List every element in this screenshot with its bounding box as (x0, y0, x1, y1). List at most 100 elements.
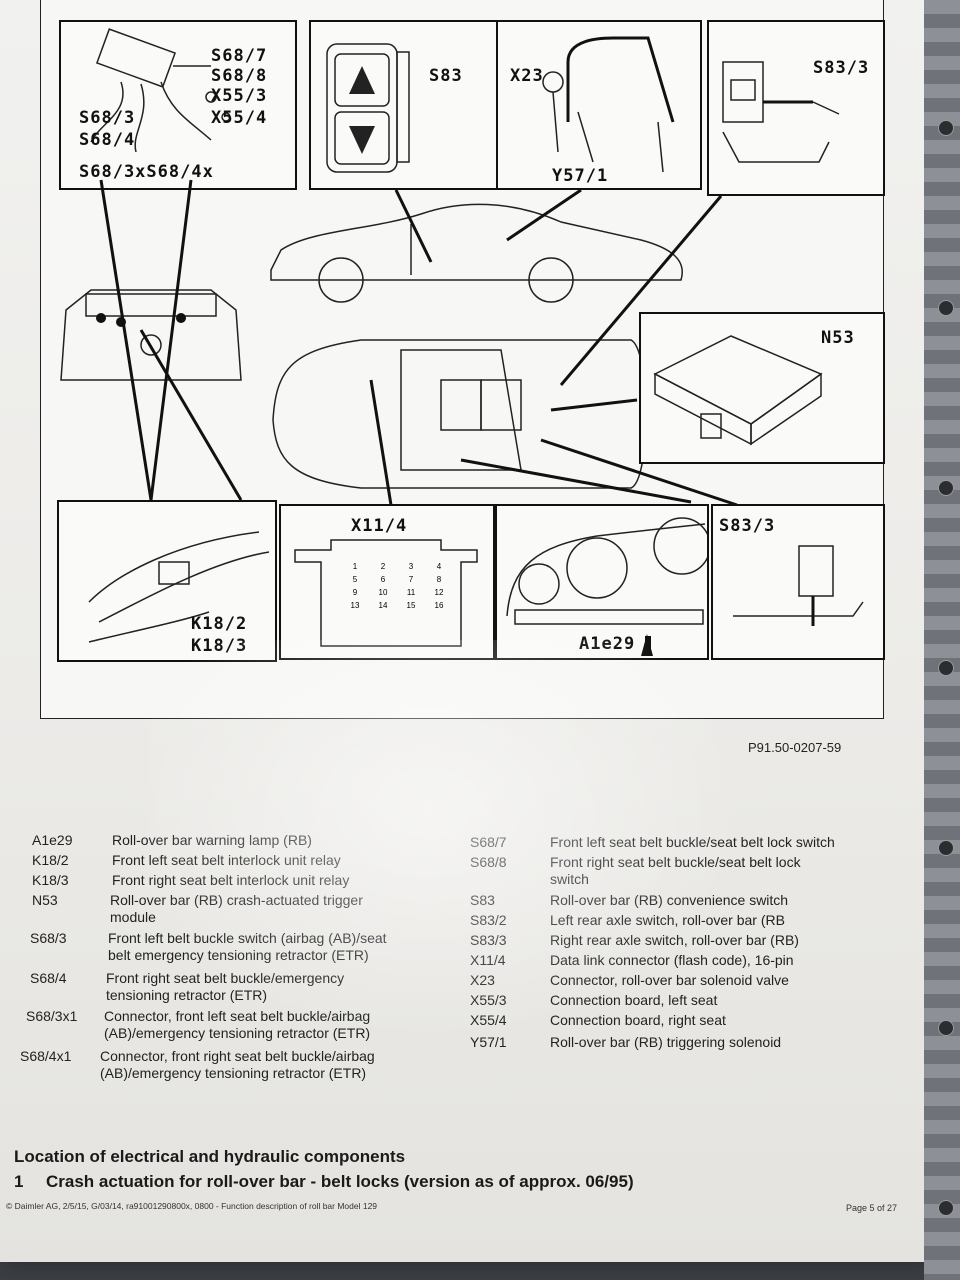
section-number: 1 (14, 1172, 24, 1191)
legend-desc: Connection board, left seat (550, 992, 718, 1008)
label-s83-3-top: S83/3 (813, 58, 870, 78)
legend-desc: Right rear axle switch, roll-over bar (R… (550, 932, 799, 948)
legend-code: K18/3 (32, 872, 69, 888)
punch-hole (938, 840, 954, 856)
label-s68-3: S68/3 (79, 108, 136, 128)
legend-code: K18/2 (32, 852, 69, 868)
axle-switch-illustration (722, 61, 840, 163)
rollbar-solenoid-illustration (542, 36, 675, 173)
connector-pin: 6 (380, 575, 386, 584)
legend-code: X55/3 (470, 992, 507, 1008)
detail-belt-buckle: S68/7 S68/8 X55/3 X55/4 S68/3 S68/4 S68/… (59, 20, 297, 190)
label-s68-3x-s68-4x: S68/3xS68/4x (79, 162, 214, 182)
label-x23: X23 (510, 66, 544, 86)
legend-code: X55/4 (470, 1012, 507, 1028)
connector-pin: 10 (378, 588, 388, 597)
switch-illustration (326, 43, 410, 173)
connector-pin: 3 (408, 562, 414, 571)
connector-pin: 5 (352, 575, 358, 584)
legend-code: S68/8 (470, 854, 507, 870)
label-s68-4: S68/4 (79, 130, 136, 150)
detail-seatbelt-relay: K18/2 K18/3 (57, 500, 277, 662)
label-x55-3: X55/3 (211, 86, 268, 106)
axle-switch-illustration-2 (733, 545, 864, 626)
connector-pin-layout (294, 539, 478, 647)
section-title: Location of electrical and hydraulic com… (14, 1147, 406, 1166)
label-y57-1: Y57/1 (552, 166, 609, 186)
detail-x11-4-connector: X11/4 1 2 3 4 5 6 7 8 9 10 11 12 13 14 1… (279, 504, 495, 660)
connector-pin: 4 (436, 562, 442, 571)
legend-desc: Front left seat belt interlock unit rela… (112, 852, 341, 868)
connector-pin: 14 (378, 601, 388, 610)
legend-code: S68/7 (470, 834, 507, 850)
connector-pin: 11 (406, 588, 416, 597)
connector-pin: 9 (352, 588, 358, 597)
connector-pin: 2 (380, 562, 386, 571)
connector-pin: 13 (350, 601, 360, 610)
section-subtitle-text: Crash actuation for roll-over bar - belt… (46, 1172, 634, 1191)
legend-code: N53 (32, 892, 58, 908)
connector-pin: 7 (408, 575, 414, 584)
punch-hole (938, 660, 954, 676)
punch-hole (938, 120, 954, 136)
label-s83-3-bottom: S83/3 (719, 516, 776, 536)
legend-desc: Left rear axle switch, roll-over bar (RB (550, 912, 785, 928)
punch-hole (938, 1200, 954, 1216)
detail-s83-3-bottom: S83/3 (711, 504, 885, 660)
connector-pin: 12 (434, 588, 444, 597)
footer-page-number: Page 5 of 27 (846, 1203, 898, 1213)
label-s68-8: S68/8 (211, 66, 268, 86)
footer-copyright: © Daimler AG, 2/5/15, G/03/14, ra9100129… (6, 1201, 378, 1211)
component-diagram: S68/7 S68/8 X55/3 X55/4 S68/3 S68/4 S68/… (40, 0, 885, 719)
legend-desc: Roll-over bar (RB) convenience switch (550, 892, 789, 908)
legend-desc: Connector, front right seat belt buckle/… (100, 1048, 375, 1081)
detail-n53-module: N53 (639, 312, 885, 464)
legend-desc: Connector, roll-over bar solenoid valve (550, 972, 789, 988)
label-s83: S83 (429, 66, 463, 86)
connector-pin: 15 (406, 601, 416, 610)
label-x55-4: X55/4 (211, 108, 268, 128)
punch-hole (938, 300, 954, 316)
figure-reference-code: P91.50-0207-59 (748, 740, 842, 755)
seatbelt-illustration (88, 531, 270, 643)
legend-desc: Connector, front left seat belt buckle/a… (104, 1008, 371, 1041)
connector-pin: 1 (352, 562, 358, 571)
legend-desc: Roll-over bar warning lamp (RB) (112, 832, 312, 848)
label-k18-2: K18/2 (191, 614, 248, 634)
legend-left: A1e29 Roll-over bar warning lamp (RB) K18… (20, 832, 446, 1092)
detail-s83-3-top: S83/3 (707, 20, 885, 196)
legend-code: S83 (470, 892, 495, 908)
binder-sleeve-edge (924, 0, 960, 1280)
pin-grid: 1 2 3 4 5 6 7 8 9 10 11 12 13 14 15 16 (341, 562, 461, 610)
legend-code: S83/3 (470, 932, 507, 948)
legend-desc: Front right seat belt buckle/emergency t… (106, 970, 345, 1003)
label-n53: N53 (821, 328, 855, 348)
label-s68-7: S68/7 (211, 46, 268, 66)
legend-desc: Connection board, right seat (550, 1012, 726, 1028)
legend-code: S68/3 (30, 930, 67, 946)
legend-code: S68/4x1 (20, 1048, 72, 1064)
label-x11-4: X11/4 (351, 516, 408, 536)
legend-code: S68/4 (30, 970, 67, 986)
legend-code: S68/3x1 (26, 1008, 78, 1024)
detail-s83-switch: S83 (309, 20, 513, 190)
legend-code: Y57/1 (470, 1034, 507, 1050)
punch-hole (938, 480, 954, 496)
punch-hole (938, 1020, 954, 1036)
section-subtitle: 1 Crash actuation for roll-over bar - bel… (14, 1172, 634, 1192)
connector-pin: 8 (436, 575, 442, 584)
trigger-module-illustration (653, 335, 823, 446)
legend-desc: Roll-over bar (RB) triggering solenoid (550, 1034, 782, 1050)
belt-buckle-illustration (90, 28, 231, 153)
document-page: S68/7 S68/8 X55/3 X55/4 S68/3 S68/4 S68/… (0, 0, 924, 1262)
legend-code: A1e29 (32, 832, 73, 848)
label-a1e29: A1e29 (579, 634, 636, 654)
vehicle-views-illustration (60, 179, 738, 507)
legend-code: X23 (470, 972, 495, 988)
legend-code: S83/2 (470, 912, 507, 928)
legend-desc: Front right seat belt buckle/seat belt l… (550, 854, 801, 887)
label-k18-3: K18/3 (191, 636, 248, 656)
legend-desc: Roll-over bar (RB) crash-actuated trigge… (110, 892, 363, 925)
legend-desc: Data link connector (flash code), 16-pin (550, 952, 794, 968)
